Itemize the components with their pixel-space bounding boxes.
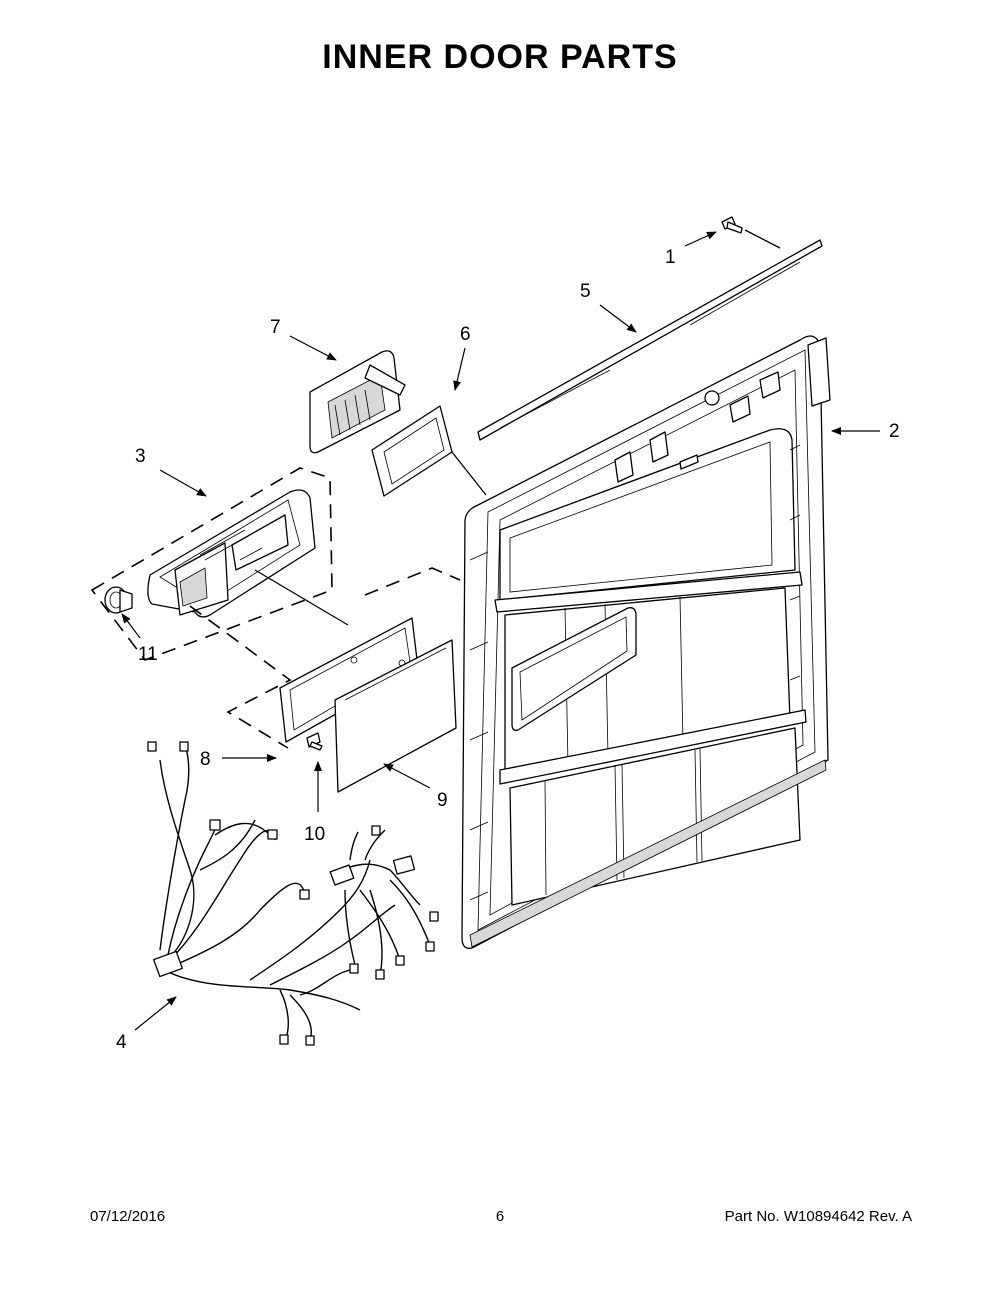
control-housing-part-3 [90,467,349,661]
knob-part-11 [104,586,133,614]
callout-6: 6 [460,324,471,345]
top-trim-strip [477,239,823,441]
gasket-part-6 [371,405,487,497]
vent-bracket-part-7 [309,350,406,454]
control-board-part-9 [334,639,457,793]
inner-door-panel [461,335,831,949]
callout-8: 8 [200,749,211,770]
callout-4: 4 [116,1032,127,1053]
callout-1: 1 [665,247,676,268]
wire-harness-part-4 [147,741,439,1046]
footer-page-number: 6 [495,1208,505,1225]
callout-10: 10 [304,824,325,845]
screw-part-1 [721,216,781,249]
footer-part-number: Part No. W10894642 Rev. A [724,1208,912,1225]
footer-date: 07/12/2016 [90,1208,166,1225]
callout-9: 9 [437,790,448,811]
callout-leaders [121,231,880,1031]
screw-part-10 [306,732,323,751]
callout-3: 3 [135,446,146,467]
callout-2: 2 [889,421,900,442]
callout-5: 5 [580,281,591,302]
callout-11: 11 [138,644,158,665]
callout-7: 7 [270,317,281,338]
page-title: INNER DOOR PARTS [322,38,678,76]
